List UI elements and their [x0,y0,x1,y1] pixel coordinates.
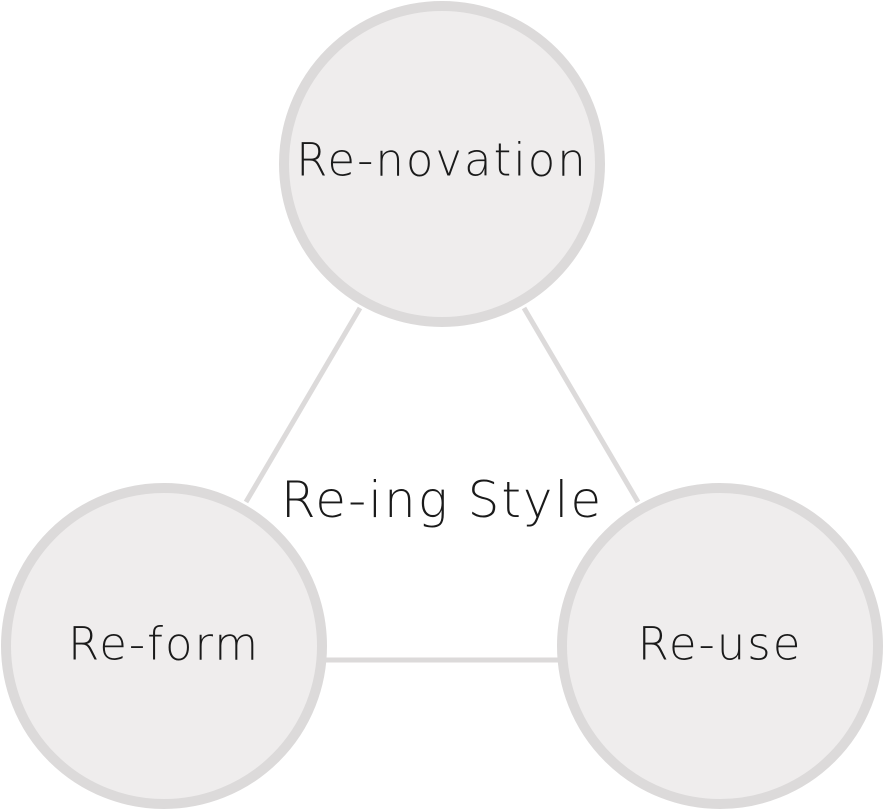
node-renovation: Re-novation [279,1,605,327]
center-label: Re-ing Style [281,471,603,529]
node-reuse-circle [557,483,883,809]
node-reuse-label: Re-use [638,618,803,671]
node-reuse: Re-use [557,483,883,809]
node-renovation-label: Re-novation [296,134,588,187]
node-reform: Re-form [1,483,327,809]
connector-top-left [243,306,363,504]
node-renovation-circle [279,1,605,327]
node-reform-circle [1,483,327,809]
connector-top-right [521,306,641,504]
node-reform-label: Re-form [68,618,260,671]
